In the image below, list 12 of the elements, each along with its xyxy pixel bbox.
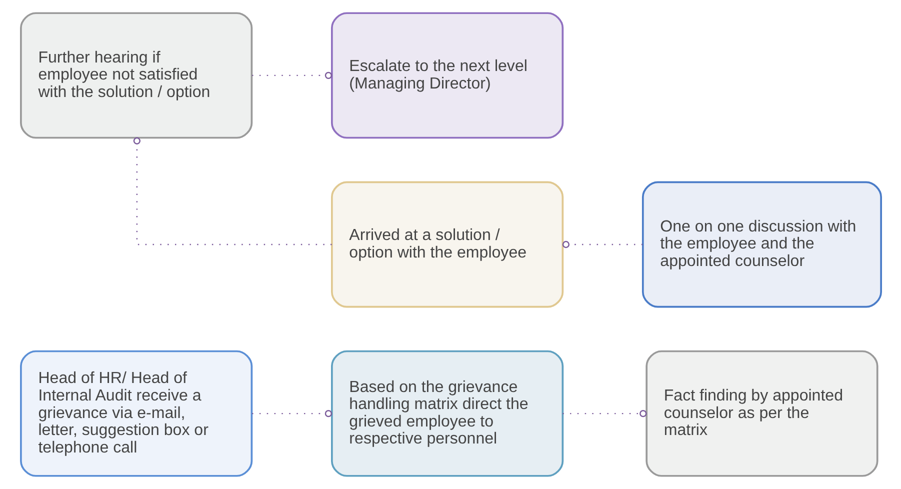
connector bbox=[562, 410, 646, 418]
connector bbox=[252, 410, 332, 418]
connector bbox=[562, 240, 642, 248]
node-box: Arrived at a solution / option with the employee bbox=[330, 181, 564, 308]
node-box: Head of HR/ Head of Internal Audit receive a grievance via e-mail, letter, suggestion box or telephone call bbox=[20, 350, 252, 477]
node-box: Escalate to the next level (Managing Director) bbox=[330, 12, 564, 139]
node-box: Fact finding by appointed counselor as per the matrix bbox=[645, 350, 878, 477]
connector bbox=[132, 137, 332, 246]
node-box: Based on the grievance handling matrix direct the grieved employee to respective personnel bbox=[330, 350, 564, 477]
node-box: One on one discussion with the employee and the appointed counselor bbox=[641, 181, 882, 308]
node-box: Further hearing if employee not satisfied with the solution / option bbox=[20, 12, 252, 139]
connector bbox=[252, 72, 332, 80]
